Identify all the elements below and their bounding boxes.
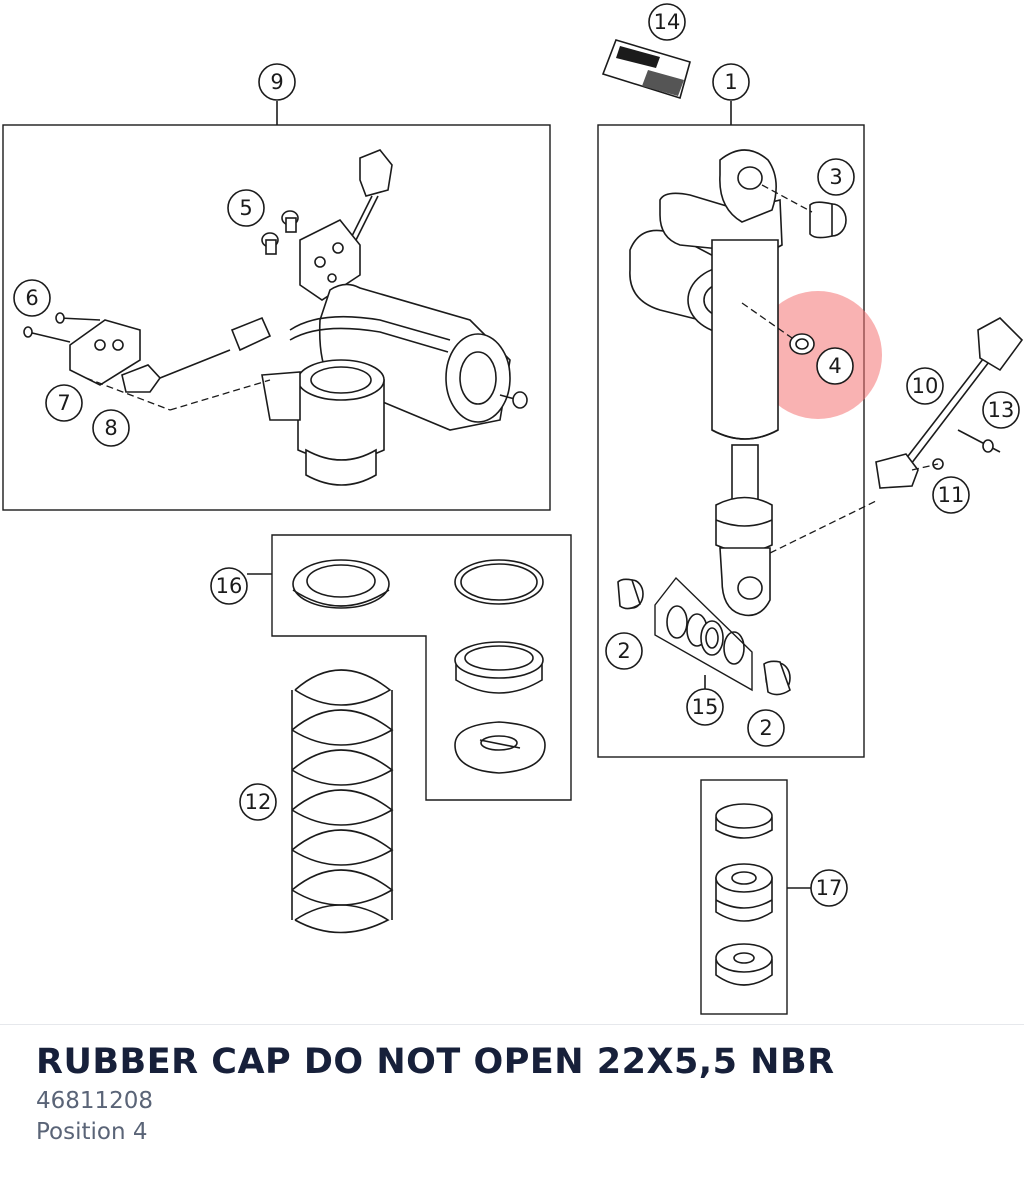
callout-2a[interactable]: 2 — [605, 632, 643, 670]
svg-text:13: 13 — [988, 398, 1015, 422]
callout-17[interactable]: 17 — [810, 869, 848, 907]
svg-text:4: 4 — [828, 354, 841, 378]
callout-6[interactable]: 6 — [13, 279, 51, 317]
callout-5[interactable]: 5 — [227, 189, 265, 227]
callout-14[interactable]: 14 — [648, 3, 686, 41]
svg-text:7: 7 — [57, 391, 70, 415]
callout-15[interactable]: 15 — [686, 688, 724, 726]
svg-text:2: 2 — [759, 716, 772, 740]
group-box-16 — [271, 534, 572, 801]
group-box-9 — [2, 124, 551, 511]
shock-absorber-1 — [617, 149, 847, 696]
group-box-17 — [700, 779, 788, 1015]
svg-text:3: 3 — [829, 165, 842, 189]
part-position: Position 4 — [36, 1118, 148, 1145]
svg-text:15: 15 — [692, 695, 719, 719]
svg-text:10: 10 — [912, 374, 939, 398]
callout-8[interactable]: 8 — [92, 409, 130, 447]
sensor-10 — [769, 317, 1024, 554]
sticker-14 — [601, 39, 691, 100]
svg-text:8: 8 — [104, 416, 117, 440]
part-title: RUBBER CAP DO NOT OPEN 22X5,5 NBR — [36, 1042, 835, 1082]
callout-10[interactable]: 10 — [906, 367, 944, 405]
callout-13[interactable]: 13 — [982, 391, 1020, 429]
highlight-marker — [754, 291, 882, 419]
callout-3[interactable]: 3 — [817, 158, 855, 196]
exploded-parts-diagram: 1 2 2 3 4 5 6 7 8 9 10 11 12 13 14 15 16… — [2, 3, 1024, 1015]
actuator-assembly-9 — [23, 149, 528, 486]
svg-text:1: 1 — [724, 70, 737, 94]
svg-text:2: 2 — [617, 639, 630, 663]
part-info-panel: RUBBER CAP DO NOT OPEN 22X5,5 NBR 468112… — [36, 1040, 996, 1148]
svg-text:16: 16 — [216, 574, 243, 598]
svg-text:5: 5 — [239, 196, 252, 220]
callout-16[interactable]: 16 — [210, 567, 248, 605]
spring-seat-kit-16 — [292, 559, 546, 774]
callout-2b[interactable]: 2 — [747, 709, 785, 747]
piston-kit-17 — [715, 803, 773, 986]
svg-text:14: 14 — [654, 10, 681, 34]
callout-11[interactable]: 11 — [932, 476, 970, 514]
callout-9[interactable]: 9 — [258, 63, 296, 101]
svg-text:9: 9 — [270, 70, 283, 94]
svg-text:11: 11 — [938, 483, 965, 507]
svg-text:17: 17 — [816, 876, 843, 900]
callout-1[interactable]: 1 — [712, 63, 750, 101]
svg-text:12: 12 — [245, 790, 272, 814]
callout-12[interactable]: 12 — [239, 783, 277, 821]
svg-text:6: 6 — [25, 286, 38, 310]
part-number: 46811208 — [36, 1087, 154, 1114]
callout-4[interactable]: 4 — [816, 347, 854, 385]
callout-7[interactable]: 7 — [45, 384, 83, 422]
divider — [0, 1024, 1024, 1025]
spring-12 — [291, 669, 394, 934]
